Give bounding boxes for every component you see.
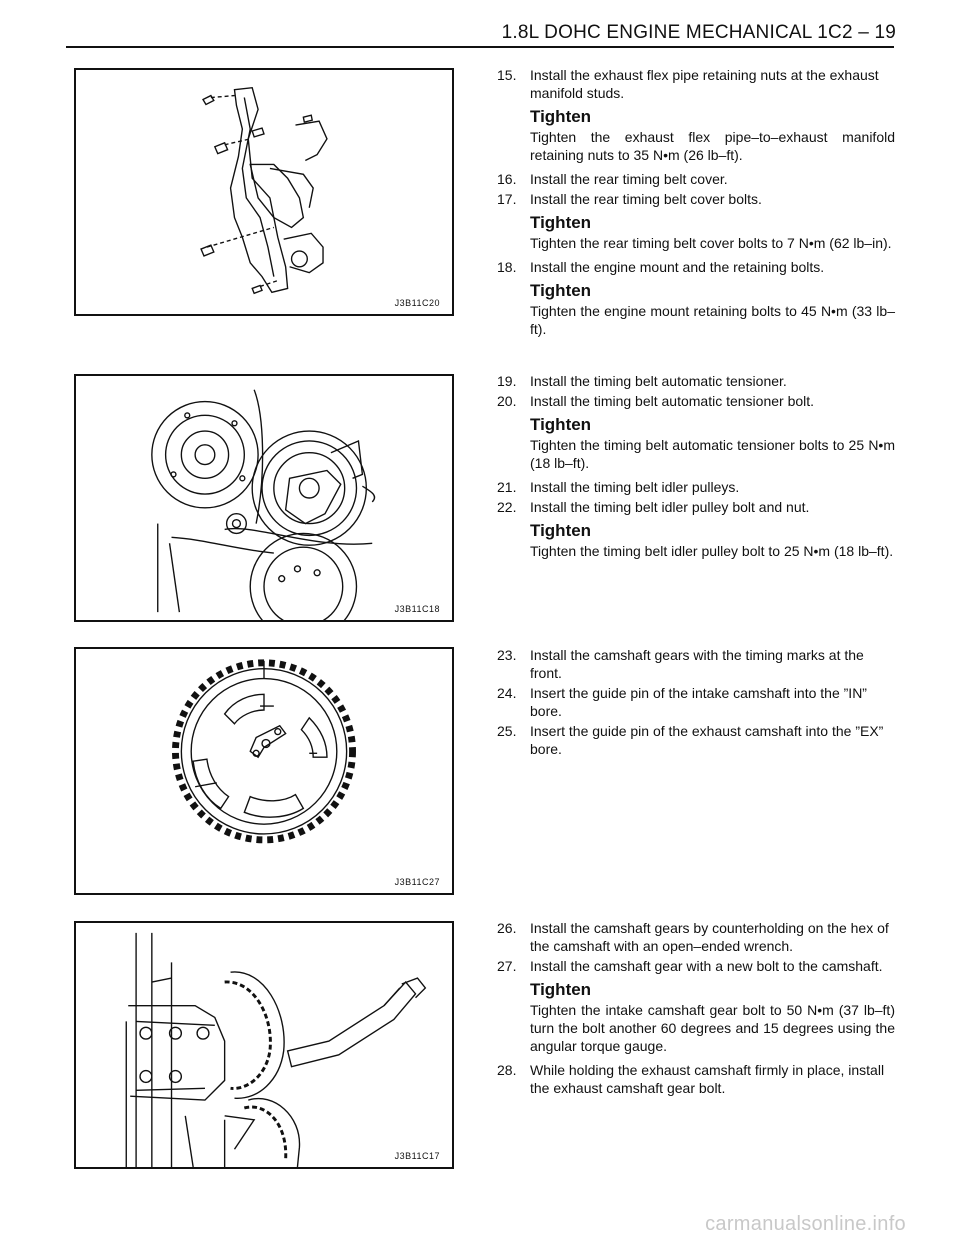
- step-28: 28. While holding the exhaust camshaft f…: [497, 1062, 885, 1096]
- tighten-block: Tighten Tighten the timing belt automati…: [530, 415, 895, 471]
- step-15: 15. Install the exhaust flex pipe retain…: [497, 67, 879, 101]
- steps-group-1: 15. Install the exhaust flex pipe retain…: [497, 66, 895, 344]
- header-rule: [66, 46, 894, 48]
- step-27: 27. Install the camshaft gear with a new…: [497, 958, 883, 974]
- step-20: 20. Install the timing belt automatic te…: [497, 393, 815, 409]
- figure-code: J3B11C20: [394, 298, 440, 308]
- figure-camshaft-gear: J3B11C27: [74, 647, 454, 895]
- step-19: 19. Install the timing belt automatic te…: [497, 373, 787, 389]
- tighten-block: Tighten Tighten the timing belt idler pu…: [530, 521, 894, 559]
- figure-rear-timing-belt-cover: J3B11C20: [74, 68, 454, 316]
- step-16: 16. Install the rear timing belt cover.: [497, 171, 728, 187]
- step-22: 22. Install the timing belt idler pulley…: [497, 499, 810, 515]
- figure-timing-belt-tensioner: J3B11C18: [74, 374, 454, 622]
- step-24: 24. Insert the guide pin of the intake c…: [497, 685, 867, 719]
- step-26: 26. Install the camshaft gears by counte…: [497, 920, 889, 954]
- step-23: 23. Install the camshaft gears with the …: [497, 647, 864, 681]
- steps-group-2: 19. Install the timing belt automatic te…: [497, 372, 895, 566]
- figure-camshaft-gear-wrench: J3B11C17: [74, 921, 454, 1169]
- tighten-block: Tighten Tighten the rear timing belt cov…: [530, 213, 892, 251]
- step-17: 17. Install the rear timing belt cover b…: [497, 191, 762, 207]
- page-header: 1.8L DOHC ENGINE MECHANICAL 1C2 – 19: [501, 22, 896, 43]
- watermark-text: carmanualsonline.info: [705, 1213, 906, 1235]
- tighten-block: Tighten Tighten the engine mount retaini…: [530, 281, 895, 337]
- step-21: 21. Install the timing belt idler pulley…: [497, 479, 740, 495]
- tighten-block: Tighten Tighten the exhaust flex pipe–to…: [530, 107, 895, 163]
- steps-group-4: 26. Install the camshaft gears by counte…: [497, 919, 895, 1099]
- figure-code: J3B11C18: [394, 604, 440, 614]
- figure-code: J3B11C27: [394, 877, 440, 887]
- tighten-block: Tighten Tighten the intake camshaft gear…: [530, 980, 895, 1054]
- step-25: 25. Insert the guide pin of the exhaust …: [497, 723, 884, 757]
- figure-code: J3B11C17: [394, 1151, 440, 1161]
- steps-group-3: 23. Install the camshaft gears with the …: [497, 646, 895, 760]
- step-18: 18. Install the engine mount and the ret…: [497, 259, 825, 275]
